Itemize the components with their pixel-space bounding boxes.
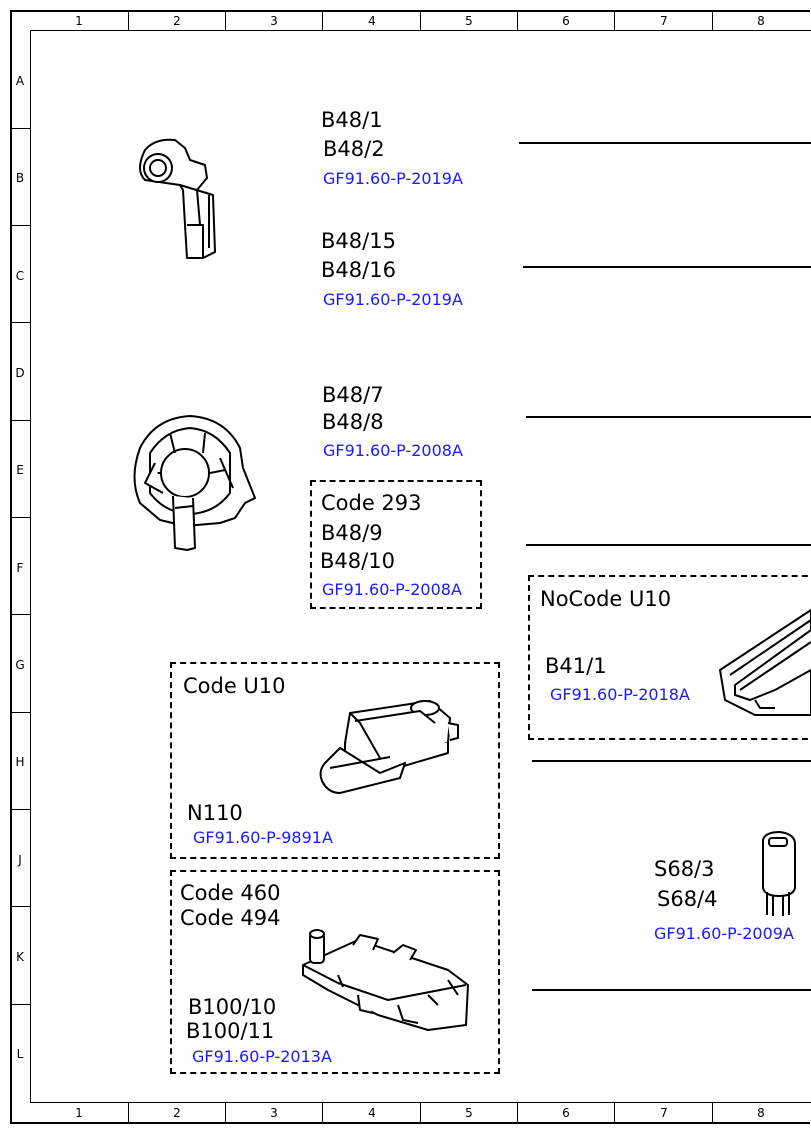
label-code-494: Code 494 bbox=[180, 906, 281, 930]
label-b48-7: B48/7 bbox=[322, 383, 384, 407]
row-b: B bbox=[15, 171, 25, 185]
group-box-code-293 bbox=[310, 480, 482, 609]
leader-line-code-293 bbox=[526, 544, 811, 546]
col-4: 4 bbox=[368, 14, 376, 28]
label-code-u10: Code U10 bbox=[183, 674, 286, 698]
link-gf91-60-p-9891a[interactable]: GF91.60-P-9891A bbox=[193, 828, 333, 847]
link-gf91-60-p-2009a[interactable]: GF91.60-P-2009A bbox=[654, 924, 794, 943]
col-7-bottom: 7 bbox=[660, 1106, 668, 1120]
label-b100-11: B100/11 bbox=[186, 1019, 275, 1043]
seatbelt-buckle-switch-s68-drawing bbox=[762, 831, 796, 916]
col-4-bottom: 4 bbox=[368, 1106, 376, 1120]
label-s68-3: S68/3 bbox=[654, 857, 715, 881]
col-1: 1 bbox=[75, 14, 83, 28]
link-gf91-60-p-2013a[interactable]: GF91.60-P-2013A bbox=[192, 1047, 332, 1066]
col-2-bottom: 2 bbox=[173, 1106, 181, 1120]
seat-track-sensor-b41-1-drawing bbox=[719, 609, 811, 716]
group-box-nocode-u10 bbox=[528, 575, 811, 740]
control-unit-n110-drawing bbox=[319, 700, 459, 794]
col-7: 7 bbox=[660, 14, 668, 28]
leader-line-b48-1 bbox=[519, 142, 811, 144]
row-c: C bbox=[15, 269, 25, 283]
row-j: J bbox=[18, 853, 22, 867]
leader-line-b41-1 bbox=[532, 760, 811, 762]
label-nocode-u10: NoCode U10 bbox=[540, 587, 672, 611]
label-b48-2: B48/2 bbox=[323, 137, 385, 161]
link-gf91-60-p-2019a-2[interactable]: GF91.60-P-2019A bbox=[323, 290, 463, 309]
seatbelt-buckle-sensor-b48-1-drawing bbox=[139, 138, 216, 259]
label-code-460: Code 460 bbox=[180, 881, 281, 905]
row-f: F bbox=[16, 561, 24, 575]
row-k: K bbox=[16, 950, 24, 964]
col-1-bottom: 1 bbox=[75, 1106, 83, 1120]
label-b48-10: B48/10 bbox=[320, 549, 395, 573]
row-d: D bbox=[15, 366, 25, 380]
row-h: H bbox=[15, 755, 25, 769]
group-box-code-u10 bbox=[170, 662, 500, 859]
row-l: L bbox=[16, 1047, 24, 1061]
row-g: G bbox=[15, 658, 25, 672]
row-a: A bbox=[15, 74, 25, 88]
label-b41-1: B41/1 bbox=[545, 654, 607, 678]
col-3: 3 bbox=[270, 14, 278, 28]
col-6: 6 bbox=[562, 14, 570, 28]
row-e: E bbox=[16, 463, 24, 477]
col-6-bottom: 6 bbox=[562, 1106, 570, 1120]
col-5: 5 bbox=[465, 14, 473, 28]
link-gf91-60-p-2018a[interactable]: GF91.60-P-2018A bbox=[550, 685, 690, 704]
label-b48-15: B48/15 bbox=[321, 229, 396, 253]
col-3-bottom: 3 bbox=[270, 1106, 278, 1120]
label-n110: N110 bbox=[187, 801, 243, 825]
group-box-code-460 bbox=[170, 870, 500, 1074]
label-b48-1: B48/1 bbox=[321, 108, 383, 132]
label-b48-8: B48/8 bbox=[322, 410, 384, 434]
leader-line-s68 bbox=[532, 989, 811, 991]
drawing-area bbox=[30, 30, 811, 1103]
col-8: 8 bbox=[757, 14, 765, 28]
link-gf91-60-p-2008a[interactable]: GF91.60-P-2008A bbox=[323, 441, 463, 460]
leader-line-b48-7 bbox=[526, 416, 811, 418]
label-b48-16: B48/16 bbox=[321, 258, 396, 282]
col-2: 2 bbox=[173, 14, 181, 28]
col-5-bottom: 5 bbox=[465, 1106, 473, 1120]
label-b48-9: B48/9 bbox=[321, 521, 383, 545]
link-gf91-60-p-2008a-2[interactable]: GF91.60-P-2008A bbox=[322, 580, 462, 599]
link-gf91-60-p-2019a[interactable]: GF91.60-P-2019A bbox=[323, 169, 463, 188]
label-s68-4: S68/4 bbox=[657, 887, 718, 911]
seat-position-sensor-b48-7-drawing bbox=[133, 415, 256, 551]
leader-line-b48-15 bbox=[523, 266, 811, 268]
col-8-bottom: 8 bbox=[757, 1106, 765, 1120]
occupant-sensor-b100-drawing bbox=[302, 929, 469, 1031]
label-code-293: Code 293 bbox=[321, 491, 422, 515]
label-b100-10: B100/10 bbox=[188, 995, 277, 1019]
drawing-frame bbox=[10, 10, 810, 1124]
